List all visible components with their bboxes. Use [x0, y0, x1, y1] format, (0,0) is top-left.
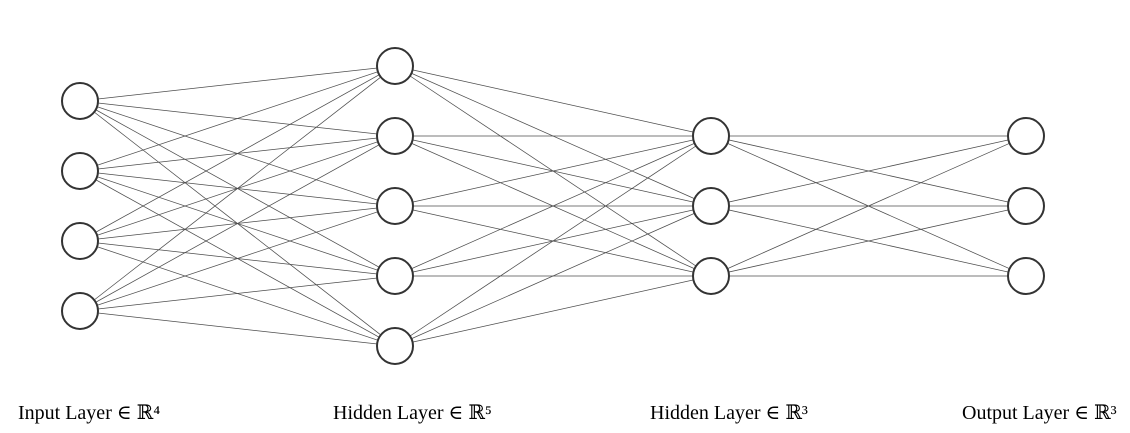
edge [79, 205, 396, 312]
edges [79, 65, 1027, 347]
input-layer-node [61, 152, 99, 190]
input-layer-node [61, 292, 99, 330]
input-layer-node [61, 82, 99, 120]
edge [79, 135, 396, 312]
edge [79, 65, 396, 172]
layer-label-hidden-1: Hidden Layer ∈ ℝ⁵ [333, 402, 492, 424]
hidden-layer-1-node [376, 47, 414, 85]
layer-label-output: Output Layer ∈ ℝ³ [962, 402, 1117, 424]
edge [79, 310, 396, 347]
edge [394, 135, 712, 277]
hidden-layer-1-node [376, 187, 414, 225]
edge [79, 65, 396, 242]
edge [79, 275, 396, 312]
edge [394, 65, 712, 137]
input-layer-node [61, 222, 99, 260]
output-layer-node [1007, 187, 1045, 225]
nodes [61, 47, 1045, 365]
edge [710, 135, 1027, 207]
edge [394, 205, 712, 347]
edge [710, 135, 1027, 277]
output-layer-node [1007, 117, 1045, 155]
edge [79, 65, 396, 102]
edge [79, 65, 396, 312]
edge [710, 205, 1027, 277]
edge [394, 275, 712, 347]
hidden-layer-1-node [376, 257, 414, 295]
hidden-layer-1-node [376, 327, 414, 365]
edge [394, 135, 712, 347]
hidden-layer-2-node [692, 117, 730, 155]
layer-label-input: Input Layer ∈ ℝ⁴ [18, 402, 161, 424]
hidden-layer-1-node [376, 117, 414, 155]
edge [394, 135, 712, 207]
output-layer-node [1007, 257, 1045, 295]
layer-label-hidden-2: Hidden Layer ∈ ℝ³ [650, 402, 808, 424]
hidden-layer-2-node [692, 187, 730, 225]
hidden-layer-2-node [692, 257, 730, 295]
